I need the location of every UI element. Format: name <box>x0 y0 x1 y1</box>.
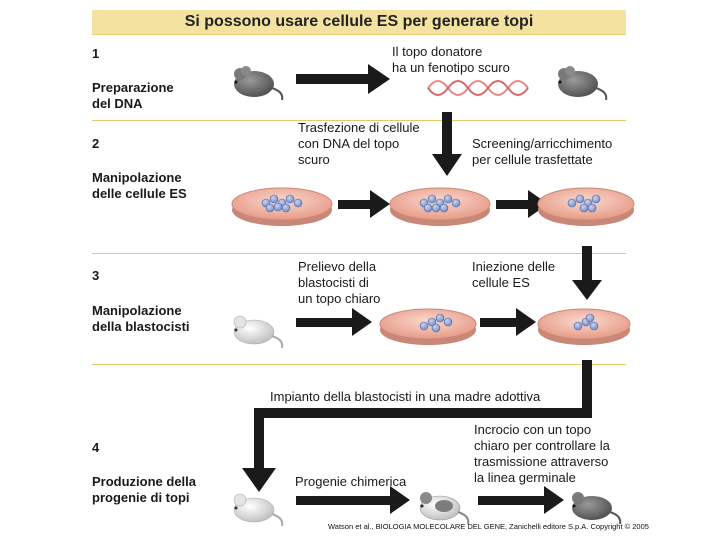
title-band: Si possono usare cellule ES per generare… <box>92 10 626 35</box>
caption-blastocyst: Prelievo della blastocisti di un topo ch… <box>298 259 380 307</box>
step-4-number: 4 <box>92 440 100 455</box>
caption-crossing-line1: Incrocio con un topo <box>474 422 592 437</box>
step-2-name: Manipolazione delle cellule ES <box>92 170 187 202</box>
arrow-right-icon <box>338 190 390 218</box>
caption-crossing-line4: la linea germinale <box>474 470 576 485</box>
caption-donor: Il topo donatore ha un fenotipo scuro <box>392 44 510 76</box>
es-cells-icon <box>419 194 461 213</box>
step-2-number: 2 <box>92 136 100 151</box>
step-2-name-line1: Manipolazione <box>92 170 182 185</box>
caption-crossing-line3: trasmissione attraverso <box>474 454 609 469</box>
step-1-number: 1 <box>92 46 100 61</box>
dark-mouse-icon <box>234 66 284 101</box>
step-separator <box>92 364 626 365</box>
caption-injection: Iniezione delle cellule ES <box>472 259 555 291</box>
caption-screening-line2: per cellule trasfettate <box>472 152 593 167</box>
caption-transfection: Trasfezione di cellule con DNA del topo … <box>298 120 420 168</box>
es-cells-icon <box>567 194 601 213</box>
caption-screening: Screening/arricchimento per cellule tras… <box>472 136 612 168</box>
es-cells-icon <box>261 194 303 213</box>
step-3-name-line2: della blastocisti <box>92 319 190 334</box>
step-1-name: Preparazione del DNA <box>92 80 174 112</box>
caption-blastocyst-line3: un topo chiaro <box>298 291 381 306</box>
copyright-credit: Watson et al., BIOLOGIA MOLECOLARE DEL G… <box>328 522 649 531</box>
arrow-down-icon <box>432 112 462 176</box>
step-3-name-line1: Manipolazione <box>92 303 182 318</box>
step-separator <box>92 253 626 254</box>
caption-blastocyst-line1: Prelievo della <box>298 259 377 274</box>
light-mouse-icon <box>233 493 284 527</box>
caption-crossing-line2: chiaro per controllare la <box>474 438 610 453</box>
petri-dish-icon <box>537 308 631 345</box>
step-4-name-line2: progenie di topi <box>92 490 190 505</box>
caption-donor-line1: Il topo donatore <box>392 44 483 59</box>
dna-helix-icon <box>427 80 529 96</box>
caption-blastocyst-line2: blastocisti di <box>298 275 369 290</box>
arrow-right-icon <box>296 64 390 94</box>
arrow-right-icon <box>478 486 564 514</box>
caption-transfection-line2: con DNA del topo <box>298 136 400 151</box>
step-1-name-line1: Preparazione <box>92 80 174 95</box>
caption-transfection-line1: Trasfezione di cellule <box>298 120 420 135</box>
caption-progeny: Progenie chimerica <box>295 474 407 489</box>
arrow-right-icon <box>296 308 372 336</box>
step-1-name-line2: del DNA <box>92 96 143 111</box>
step-3-number: 3 <box>92 268 100 283</box>
es-cells-icon <box>573 313 599 331</box>
caption-implant: Impianto della blastocisti in una madre … <box>270 389 541 404</box>
arrow-right-icon <box>480 308 536 336</box>
arrow-right-icon <box>296 486 410 514</box>
step-3-name: Manipolazione della blastocisti <box>92 303 190 335</box>
step-4-name-line1: Produzione della <box>92 474 197 489</box>
step-separator <box>92 120 626 121</box>
blastocyst-icon <box>419 313 453 333</box>
implant-arrow-icon <box>242 360 592 492</box>
arrow-down-icon <box>572 246 602 300</box>
caption-screening-line1: Screening/arricchimento <box>472 136 613 151</box>
diagram-title: Si possono usare cellule ES per generare… <box>184 13 534 30</box>
step-4-name: Produzione della progenie di topi <box>92 474 196 506</box>
caption-injection-line1: Iniezione delle <box>472 259 556 274</box>
caption-crossing: Incrocio con un topo chiaro per controll… <box>474 422 610 486</box>
caption-injection-line2: cellule ES <box>472 275 530 290</box>
chimeric-mouse-icon <box>419 492 470 525</box>
light-mouse-icon <box>233 315 284 349</box>
step-2-name-line2: delle cellule ES <box>92 186 187 201</box>
caption-donor-line2: ha un fenotipo scuro <box>392 60 510 75</box>
dark-mouse-icon <box>558 66 608 101</box>
dark-mouse-icon <box>572 492 622 525</box>
caption-transfection-line3: scuro <box>298 152 330 167</box>
